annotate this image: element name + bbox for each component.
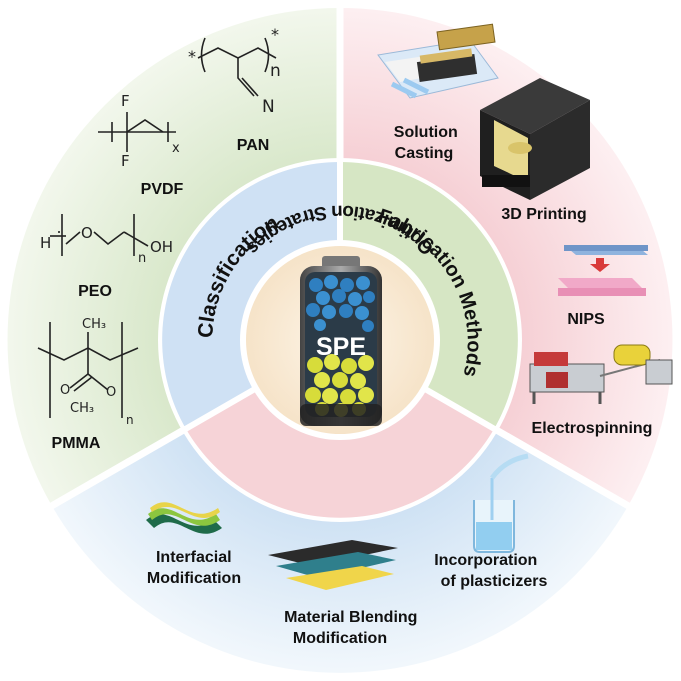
electrospinning-label: Electrospinning <box>532 420 653 437</box>
svg-text:OH: OH <box>150 238 173 256</box>
solution-casting-illustration <box>377 23 499 99</box>
nips-illustration <box>558 245 648 296</box>
svg-text:H: H <box>40 234 51 252</box>
center-label: SPE <box>316 333 366 361</box>
pmma-label: PMMA <box>52 435 101 452</box>
svg-text:n: n <box>126 413 134 427</box>
peo-label: PEO <box>78 283 112 300</box>
pmma-structure: CH₃ O O CH₃ n <box>37 317 139 427</box>
battery-icon: SPE <box>300 256 382 426</box>
svg-text:O: O <box>81 224 93 242</box>
svg-text:O: O <box>106 385 116 400</box>
material-blending-label: Material Blending Modification <box>284 609 422 647</box>
svg-text:x: x <box>172 141 180 156</box>
3d-printer-illustration <box>480 78 590 200</box>
blue-particles <box>306 275 375 332</box>
peo-structure: H O OH n <box>40 214 173 266</box>
plasticizer-beaker-illustration <box>473 453 529 553</box>
svg-text:*: * <box>188 47 196 66</box>
svg-text:F: F <box>121 92 130 110</box>
svg-text:n: n <box>270 61 281 81</box>
material-blending-illustration <box>268 540 398 590</box>
electrospinning-illustration <box>529 344 673 404</box>
pvdf-label: PVDF <box>141 181 184 198</box>
nips-label: NIPS <box>567 311 605 328</box>
svg-text:CH₃: CH₃ <box>70 401 94 416</box>
svg-text:O: O <box>60 383 70 398</box>
svg-text:CH₃: CH₃ <box>82 317 106 332</box>
svg-text:n: n <box>138 251 146 266</box>
svg-text:N: N <box>262 97 275 117</box>
svg-text:*: * <box>271 25 279 44</box>
plasticizers-label: Incorporation of plasticizers <box>434 552 547 590</box>
solution-casting-label: Solution Casting <box>394 124 462 162</box>
pan-label: PAN <box>237 137 270 154</box>
3d-printing-label: 3D Printing <box>501 206 586 223</box>
interfacial-modification-label: Interfacial Modification <box>147 549 241 587</box>
svg-text:F: F <box>121 152 130 170</box>
interfacial-modification-illustration <box>146 502 222 534</box>
pvdf-structure: F F x <box>98 92 180 170</box>
pan-structure: * * n N <box>188 25 281 117</box>
